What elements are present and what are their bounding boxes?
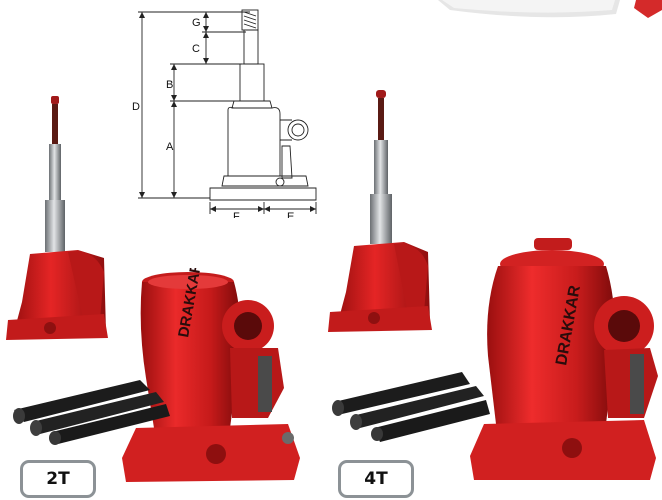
bottle-jack-image: DRAKKAR [122, 268, 300, 482]
bottle-jack-image [6, 96, 108, 340]
capacity-badge-2t: 2T [20, 460, 96, 498]
technical-drawing-icon: G C B A D F E [132, 9, 317, 218]
dim-label-d: D [132, 101, 140, 113]
dim-label-c: C [192, 43, 200, 55]
dim-label-f: F [233, 211, 240, 218]
handle-bar-image [13, 380, 170, 445]
capacity-badge-4t: 4T [338, 460, 414, 498]
handle-bar-image [332, 372, 490, 442]
dim-label-b: B [166, 79, 173, 91]
bottle-jack-image [328, 90, 432, 332]
dim-label-e: E [287, 211, 294, 218]
dim-label-g: G [192, 17, 201, 29]
dim-label-a: A [166, 141, 174, 153]
corner-ribbon-icon [438, 0, 662, 18]
bottle-jack-image: DRAKKAR [470, 238, 658, 480]
